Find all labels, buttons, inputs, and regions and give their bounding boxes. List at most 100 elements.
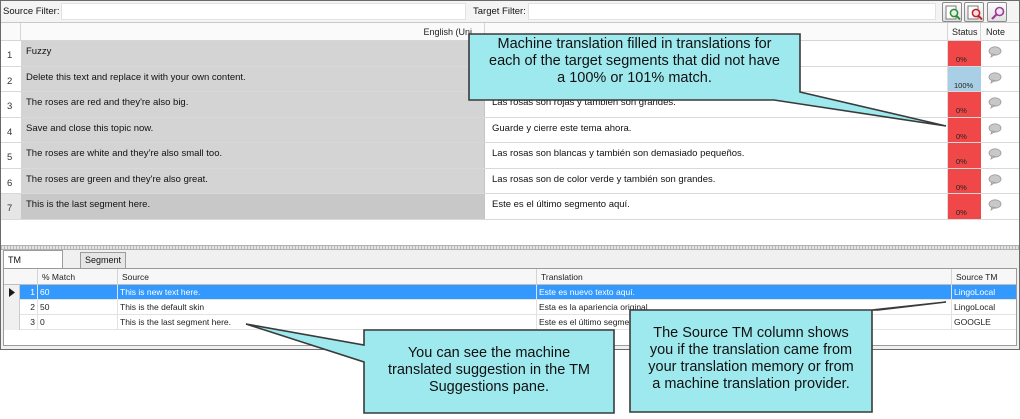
source-filter-label: Source Filter: [3, 6, 60, 17]
callout-tm-suggestions: You can see the machine translated sugge… [245, 318, 616, 418]
status-badge: 100% [948, 66, 981, 91]
filter-search-icon [945, 5, 961, 21]
tm-match-value: 50 [38, 300, 118, 315]
source-segment: Delete this text and replace it with you… [21, 66, 485, 91]
tm-source-text: This is the last segment here. [118, 315, 537, 330]
tm-row-index: 3 [20, 315, 38, 330]
target-filter-label: Target Filter: [473, 6, 526, 17]
tm-row-index: 1 [20, 285, 38, 300]
segment-number: 4 [1, 117, 21, 142]
segment-number: 6 [1, 168, 21, 193]
target-segment[interactable]: Guarde y cierre este tema ahora. [485, 117, 948, 142]
status-badge: 0% [948, 41, 981, 66]
translation-header[interactable]: Translation [537, 269, 952, 285]
tm-source-name: GOOGLE [954, 317, 991, 327]
note-cell[interactable] [981, 143, 1019, 168]
segment-grid: English (Uni Status Note 1 Fuzzy 0% 2 De… [1, 23, 1019, 245]
target-segment[interactable]: Las rosas son de color verde y también s… [485, 168, 948, 193]
source-segment: Save and close this topic now. [21, 117, 485, 142]
segment-row[interactable]: 6 The roses are green and they're also g… [1, 168, 1019, 194]
row-pointer-icon [9, 288, 15, 297]
speech-bubble-icon [988, 148, 1002, 160]
row-index-header [4, 269, 38, 285]
source-segment: The roses are green and they're also gre… [21, 168, 485, 193]
segment-row[interactable]: 4 Save and close this topic now. Guarde … [1, 117, 1019, 143]
filter-clear-button[interactable] [964, 2, 984, 22]
speech-bubble-icon [988, 173, 1002, 186]
status-badge: 0% [948, 117, 981, 142]
callout-bottom-right-text: The Source TM column shows you if the tr… [630, 325, 872, 393]
callout-bottom-right-shape [629, 301, 947, 413]
source-language-header[interactable]: English (Uni [21, 23, 485, 41]
segment-number: 5 [1, 143, 21, 168]
filter-bar: Source Filter: Target Filter: [1, 1, 1019, 23]
note-cell[interactable] [981, 194, 1019, 219]
callout-top-text: Machine translation filled in translatio… [469, 36, 800, 87]
source-segment: The roses are white and they're also sma… [21, 143, 485, 168]
callout-bottom-left-line: Suggestions pane. [428, 379, 550, 395]
status-header[interactable]: Status [948, 23, 981, 41]
callout-bottom-left-line: You can see the machine [407, 345, 571, 361]
tm-translation-text: Este es el último segment [537, 315, 952, 330]
speech-bubble-icon [988, 199, 1002, 211]
find-icon [991, 6, 1005, 20]
status-badge: 0% [948, 194, 981, 219]
tm-source-name: LingoLocal [954, 287, 996, 297]
target-segment[interactable]: Este es el último segmento aquí. [485, 194, 948, 219]
target-segment[interactable]: Las rosas son blancas y también son dema… [485, 143, 948, 168]
callout-machine-translation: Machine translation filled in translatio… [466, 32, 947, 132]
segment-number: 2 [1, 66, 21, 91]
callout-top-shape [468, 33, 947, 127]
source-tm-header[interactable]: Source TM [956, 272, 998, 282]
filter-search-button[interactable] [942, 2, 962, 22]
segment-number: 3 [1, 92, 21, 117]
tm-match-value: 0 [38, 315, 118, 330]
segment-row[interactable]: 5 The roses are white and they're also s… [1, 143, 1019, 169]
speech-bubble-icon [988, 46, 1002, 58]
status-badge: 0% [948, 168, 981, 193]
callout-top-line: each of the target segments that did not… [489, 53, 780, 69]
source-segment: The roses are red and they're also big. [21, 92, 485, 117]
tab-tm-suggestions[interactable]: TM Suggestions [3, 250, 63, 283]
callout-bottom-left-line: translated suggestion in the TM [387, 362, 591, 378]
note-cell[interactable] [981, 118, 1019, 143]
tm-translation-text: Esta es la apariencia original [537, 300, 952, 315]
callout-bottom-right-line: a machine translation provider. [652, 376, 850, 392]
tm-match-value: 60 [38, 285, 118, 300]
source-filter-input[interactable] [61, 3, 466, 20]
note-cell[interactable] [981, 67, 1019, 92]
segment-number: 7 [1, 194, 21, 219]
callout-bottom-right-line: The Source TM column shows [653, 325, 849, 341]
segment-row[interactable]: 7 This is the last segment here. Este es… [1, 194, 1019, 220]
note-cell[interactable] [981, 169, 1019, 194]
tm-source-text: This is new text here. [118, 285, 537, 300]
source-header[interactable]: Source [118, 269, 537, 285]
match-header[interactable]: % Match [38, 269, 118, 285]
callout-bottom-right-line: you if the translation came from [649, 342, 853, 358]
target-filter-input[interactable] [528, 3, 936, 20]
tm-suggestion-row[interactable]: 1 60 This is new text here. Este es nuev… [4, 285, 1016, 300]
note-cell[interactable] [981, 41, 1019, 66]
speech-bubble-icon [988, 122, 1002, 135]
tm-source-text: This is the default skin [118, 300, 537, 315]
source-segment: Fuzzy [21, 41, 485, 66]
note-header[interactable]: Note [986, 27, 1006, 37]
callout-bottom-right-line: your translation memory or from [648, 359, 854, 375]
filter-clear-icon [967, 5, 983, 21]
row-marker [4, 315, 20, 330]
tab-segment-notes[interactable]: Segment Notes [80, 252, 127, 280]
callout-bottom-left-text: You can see the machine translated sugge… [364, 345, 614, 396]
current-row-marker [4, 285, 20, 300]
find-button[interactable] [987, 2, 1007, 22]
source-segment: This is the last segment here. [21, 194, 485, 219]
tm-suggestion-row[interactable]: 2 50 This is the default skin Esta es la… [4, 300, 1016, 315]
status-badge: 0% [948, 92, 981, 117]
tm-row-index: 2 [20, 300, 38, 315]
tm-table-header: % Match Source Translation Source TM [4, 269, 1016, 285]
target-language-header[interactable] [485, 23, 948, 41]
translation-editor: Source Filter: Target Filter: [0, 0, 1020, 350]
note-cell[interactable] [981, 92, 1019, 117]
callout-bottom-left-shape [245, 323, 615, 414]
pane-splitter[interactable] [1, 245, 1019, 250]
callout-top-line: Machine translation filled in translatio… [497, 36, 772, 52]
